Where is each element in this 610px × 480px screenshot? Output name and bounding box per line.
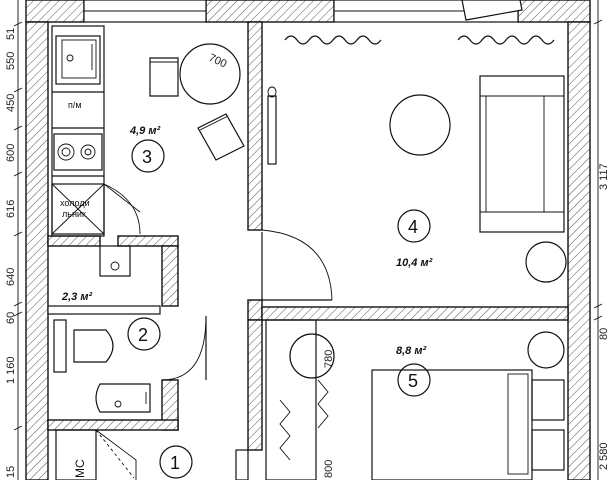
lamp-circle [527, 331, 565, 369]
nightstand [531, 379, 565, 421]
wall-kitchen-bath [47, 235, 101, 247]
wall-kitchen-room4 [247, 21, 263, 231]
basin-small [99, 245, 131, 277]
toilet-bowl [73, 329, 114, 363]
dim-right-80: 80 [598, 328, 610, 340]
wardrobe-doors-top [317, 379, 329, 429]
wall-room4-hall [247, 299, 263, 321]
room-1-number: 1 [170, 453, 180, 473]
room-4-number: 4 [408, 217, 418, 237]
wall-left [25, 21, 49, 480]
dim-left-616: 616 [5, 200, 17, 218]
chair-left [149, 57, 179, 97]
room-4-area: 10,4 м² [396, 257, 433, 269]
room-4-marker: 4 [397, 209, 431, 243]
tv [267, 95, 277, 165]
wall-bath-wc [47, 305, 161, 315]
wall-top-middle [205, 0, 335, 23]
rug [389, 94, 451, 156]
kitchen-counter [51, 25, 105, 237]
dim-wardrobe-800: 800 [323, 460, 335, 478]
dim-ticks-left [13, 21, 23, 431]
dim-ticks-right [593, 19, 603, 321]
room-3-marker: 3 [131, 139, 165, 173]
balcony-door [461, 0, 523, 21]
dim-left-600: 600 [5, 144, 17, 162]
wall-wc-bottom [47, 419, 179, 431]
dim-left-550: 550 [5, 52, 17, 70]
closet-ms [55, 429, 97, 480]
wardrobe [265, 319, 317, 480]
wall-right [567, 21, 591, 480]
dining-table [179, 43, 241, 105]
label-closet-ms: МС [73, 459, 87, 478]
wardrobe-doors-bottom [279, 399, 291, 461]
room-3-area: 4,9 м² [129, 125, 160, 137]
room-2-area: 2,3 м² [61, 291, 92, 303]
dim-left-60: 60 [5, 312, 17, 324]
sofa [479, 75, 565, 233]
stove [53, 133, 103, 171]
wall-room4-room5 [261, 306, 569, 321]
wall-top-left [25, 0, 85, 23]
wall-bath-right [161, 245, 179, 307]
curtain-right [457, 35, 555, 45]
dim-left-51: 51 [5, 28, 17, 40]
room-2-marker: 2 [127, 317, 161, 351]
washbasin [95, 383, 151, 413]
dim-wardrobe-780: 780 [323, 350, 335, 368]
label-fridge-2: льник [62, 209, 86, 219]
door-bath [161, 315, 207, 381]
dim-right-3117: 3 117 [598, 163, 610, 190]
dim-left-640: 640 [5, 268, 17, 286]
dim-left-1160: 1 160 [5, 356, 17, 384]
closet-ms-door [95, 429, 137, 480]
dim-right-2580: 2 580 [598, 442, 610, 470]
dim-left-15: 15 [5, 466, 17, 478]
wall-kitchen-bath-right [117, 235, 179, 247]
armchair-circle [289, 333, 335, 379]
chair-right [197, 113, 245, 161]
dim-table-700: 700 [207, 52, 229, 71]
label-microwave: п/м [68, 100, 82, 110]
dim-left-450: 450 [5, 94, 17, 112]
toilet-tank [53, 319, 67, 373]
label-fridge-1: холоди [60, 198, 90, 208]
door-room4 [261, 229, 333, 301]
nightstand-2 [531, 429, 565, 471]
room-5-area: 8,8 м² [396, 345, 426, 357]
wall-room5-left [247, 319, 263, 451]
wall-top-right [517, 0, 591, 23]
room-1-marker: 1 [159, 445, 193, 479]
room-5-number: 5 [408, 371, 418, 391]
room-5-marker: 5 [397, 363, 431, 397]
room-2-number: 2 [138, 325, 148, 345]
room-3-number: 3 [142, 147, 152, 167]
plant [525, 241, 567, 283]
sink [55, 35, 101, 85]
fridge [51, 183, 105, 235]
curtain-left [284, 35, 382, 45]
bed [371, 369, 533, 480]
